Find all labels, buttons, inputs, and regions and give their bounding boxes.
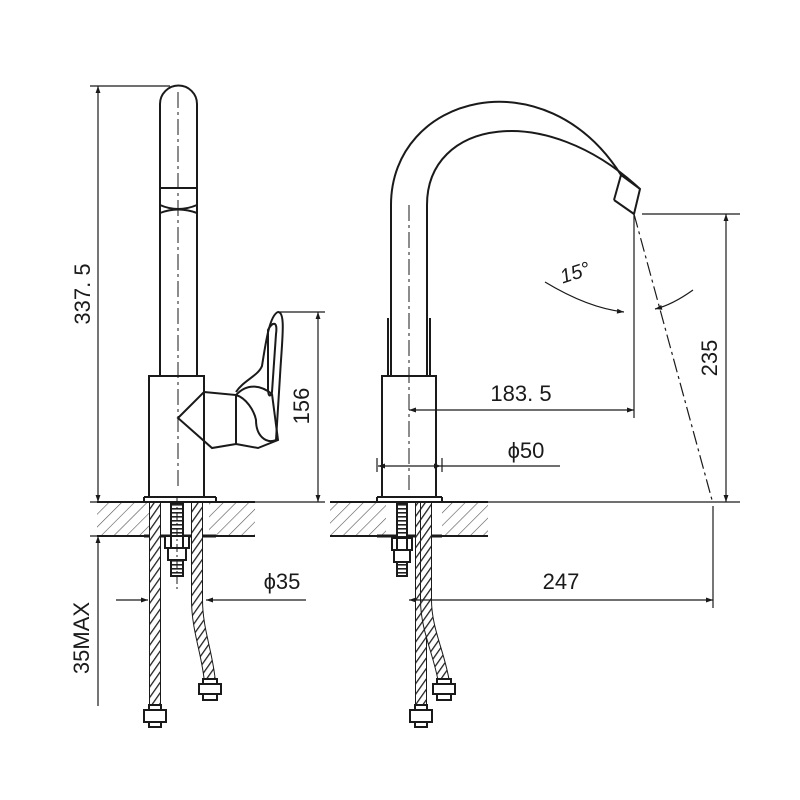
faucet-body-left — [148, 375, 205, 497]
spout-angle-label: 15° — [557, 258, 593, 288]
lever-handle-left — [235, 310, 284, 442]
spout-tube-left — [159, 84, 198, 376]
cartridge-left — [176, 390, 237, 450]
dimension-labels: 337. 5 35MAX 156 ϕ35 183. 5 ϕ50 235 247 … — [69, 258, 722, 674]
hose-nut-left-a — [143, 704, 167, 728]
hose-nut-right-a — [409, 704, 433, 728]
pipe-diameter-label: ϕ35 — [264, 569, 301, 594]
hose-nut-right-b — [432, 678, 456, 701]
spout-height-label: 235 — [697, 340, 722, 377]
hose-nut-left-b — [198, 678, 222, 701]
front-view — [330, 100, 642, 728]
mount-nut-right — [391, 537, 413, 551]
gooseneck-spout — [390, 100, 623, 376]
spout-reach-label: 183. 5 — [490, 381, 551, 406]
flow-reach-label: 247 — [543, 569, 580, 594]
side-view — [97, 84, 284, 728]
dimension-lines — [90, 85, 740, 706]
mount-depth-label: 35MAX — [69, 602, 94, 674]
angle-arc — [544, 281, 625, 314]
mounting-stud-right — [396, 502, 408, 540]
handle-height-label: 156 — [289, 388, 314, 425]
total-height-label: 337. 5 — [70, 263, 95, 324]
body-diameter-label: ϕ50 — [508, 438, 545, 463]
